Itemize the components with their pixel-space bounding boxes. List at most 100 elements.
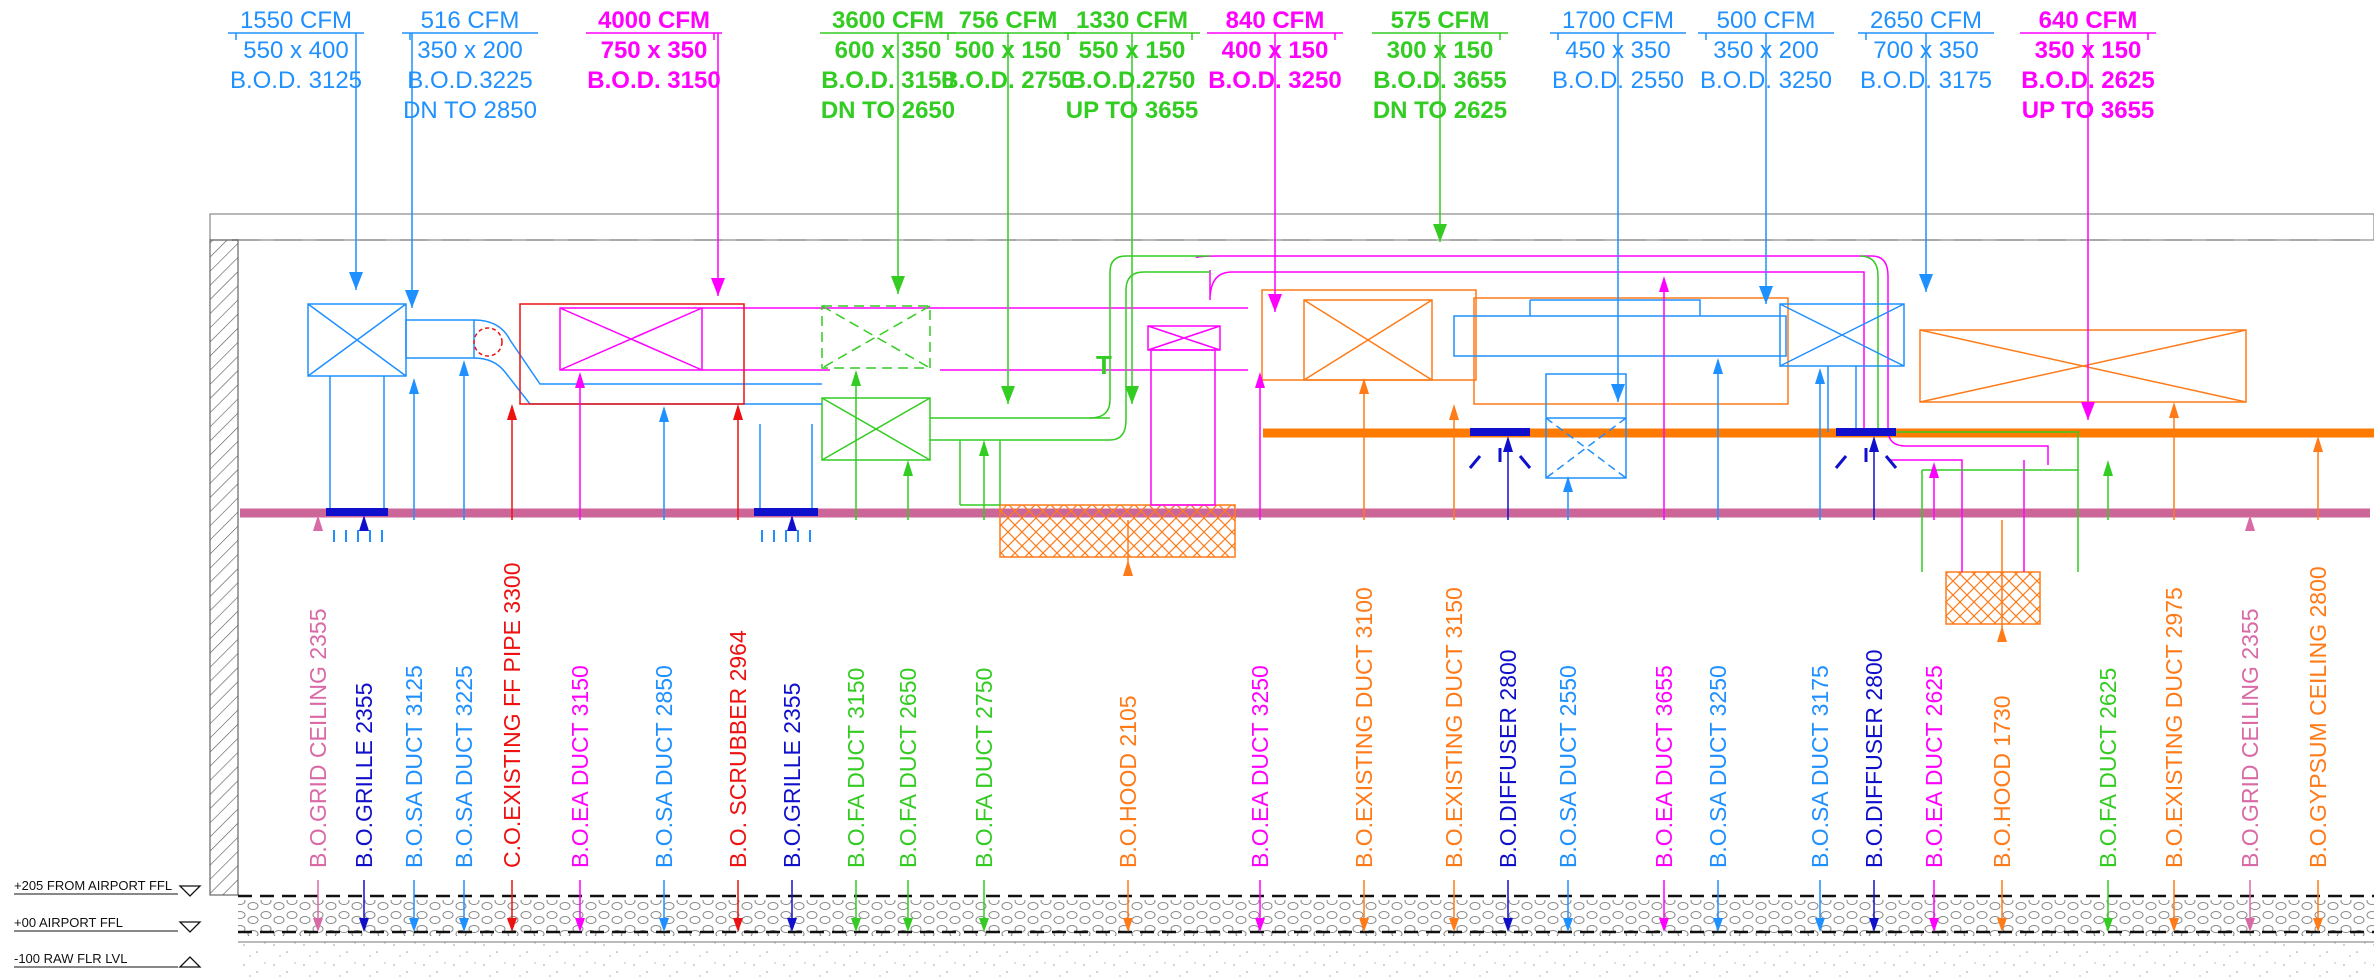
floor-leader-arrowhead (575, 918, 585, 932)
bottom-of-label: B.O.EA DUCT 3250 (1247, 665, 1273, 868)
bottom-leader-arrowhead (787, 515, 797, 531)
cfm-label: 1550 CFM (240, 7, 352, 34)
existing-duct-1-x (1303, 299, 1433, 381)
ff-pipe-circle (473, 327, 503, 357)
floor-leader-arrowhead (1449, 918, 1459, 932)
hood-1 (999, 504, 1236, 558)
leader-arrowhead (405, 290, 419, 308)
leader-arrowhead (1433, 224, 1447, 242)
floor-leader-arrowhead (787, 918, 797, 932)
cfm-label: 756 CFM (959, 7, 1058, 34)
floor-leader-arrowhead (1563, 918, 1573, 932)
bottom-leader-arrowhead (1997, 626, 2007, 642)
level-label-205: +205 FROM AIRPORT FFL (14, 878, 172, 893)
top-leaders (235, 33, 2149, 420)
floor-leader-arrowhead (1713, 918, 1723, 932)
bottom-leader-arrowhead (903, 460, 913, 476)
ea-duct-small-x (1147, 325, 1221, 351)
raw-floor-speckle (238, 942, 2374, 977)
bottom-leader-arrowhead (313, 515, 323, 531)
leader-line (409, 33, 413, 308)
bottom-of-label: B.O.HOOD 1730 (1989, 695, 2015, 868)
existing-duct-1 (1261, 289, 1477, 381)
floor-leader-arrowhead (359, 918, 369, 932)
bottom-leader-arrowhead (2313, 436, 2323, 452)
floor-leader-arrowhead (1659, 918, 1669, 932)
floor-leader-arrowhead (2103, 918, 2113, 932)
bottom-leader-arrowhead (979, 440, 989, 456)
bottom-leader-arrowhead (459, 360, 469, 376)
floor-leader-arrowhead (1359, 918, 1369, 932)
ea-duct-main (559, 307, 703, 371)
leader-line (897, 33, 949, 294)
bottom-of-label: B.O.EA DUCT 3655 (1651, 665, 1677, 868)
sa-ducts (307, 299, 1905, 512)
fa-box-dashed (821, 305, 931, 369)
bottom-of-label: B.O. SCRUBBER 2964 (725, 630, 751, 868)
fa-drop (959, 440, 1001, 506)
bottom-of-label: B.O.SA DUCT 2850 (651, 665, 677, 868)
diffuser-2 (1836, 428, 1896, 436)
tag-t: T (1096, 350, 1112, 380)
level-marker-100 (178, 956, 202, 968)
cfm-label: 3600 CFM (832, 7, 944, 34)
floor-leader-arrowhead (507, 918, 517, 932)
sa-duct-drop-box (1545, 373, 1627, 479)
cfm-label: 575 CFM (1391, 7, 1490, 34)
floor-leader-arrowhead (409, 918, 419, 932)
floor-leader-arrowhead (1503, 918, 1513, 932)
cfm-label: 840 CFM (1226, 7, 1325, 34)
bottom-leader-arrowhead (733, 404, 743, 420)
bottom-of-label: B.O.HOOD 2105 (1115, 695, 1141, 868)
bottom-of-label: B.O.EXISTING DUCT 3150 (1441, 587, 1467, 868)
fa-drop-right (1921, 469, 2079, 572)
floor-leader-arrowhead (1255, 918, 1265, 932)
building-structure (209, 213, 2374, 977)
level-labels: +205 FROM AIRPORT FFL +00 AIRPORT FFL -1… (14, 878, 202, 968)
cfm-label: 4000 CFM (598, 7, 710, 34)
bottom-of-label: B.O.SA DUCT 2550 (1555, 665, 1581, 868)
fa-duct-horizontal (930, 417, 1110, 441)
floor-leader-arrowhead (733, 918, 743, 932)
sa-box-right (1779, 303, 1905, 367)
sa-drop-1 (329, 376, 385, 512)
bottom-leader-arrowhead (2169, 402, 2179, 418)
floor-leader-arrowhead (2313, 918, 2323, 932)
leader-line (1007, 33, 1069, 404)
floor-leader-arrowhead (1123, 918, 1133, 932)
ceiling-slab-outline (209, 213, 2374, 241)
sa-box-right-x (1779, 303, 1905, 367)
fa-riser-right (1859, 255, 2079, 470)
sa-diffuser-drop (1827, 366, 1857, 432)
bottom-of-label: B.O.GRID CEILING 2355 (2237, 609, 2263, 868)
left-wall (209, 239, 239, 896)
existing-duct-1-box (1303, 299, 1433, 381)
sa-box-1-x (307, 303, 407, 377)
duct-spec-label: 550 x 400 (243, 37, 348, 64)
floor-leader-arrowhead (459, 918, 469, 932)
bottom-of-label: B.O.EXISTING DUCT 2975 (2161, 587, 2187, 868)
floor-gravel-band (238, 900, 2374, 936)
leader-arrowhead (891, 276, 905, 294)
bottom-leader-arrowhead (2245, 515, 2255, 531)
cfm-label: 500 CFM (1717, 7, 1816, 34)
sa-duct-drop-box-x (1545, 417, 1627, 479)
cfm-label: 2650 CFM (1870, 7, 1982, 34)
bottom-of-label: B.O.DIFFUSER 2800 (1495, 649, 1521, 868)
floor-leader-arrowhead (2169, 918, 2179, 932)
bottom-leader-arrowhead (1659, 276, 1669, 292)
floor-leader-arrowhead (2245, 918, 2255, 932)
sa-elbow (473, 319, 822, 405)
leader-line (1274, 33, 1336, 312)
bottom-of-label: B.O.GYPSUM CEILING 2800 (2305, 566, 2331, 868)
floor-leader-arrowhead (979, 918, 989, 932)
bottom-leader-arrowhead (1929, 462, 1939, 478)
level-label-00: +00 AIRPORT FFL (14, 915, 123, 930)
bottom-of-label: B.O.FA DUCT 2750 (971, 668, 997, 868)
level-marker-205 (178, 885, 202, 897)
bottom-leader-arrowhead (359, 515, 369, 531)
leader-line (1439, 33, 1501, 242)
